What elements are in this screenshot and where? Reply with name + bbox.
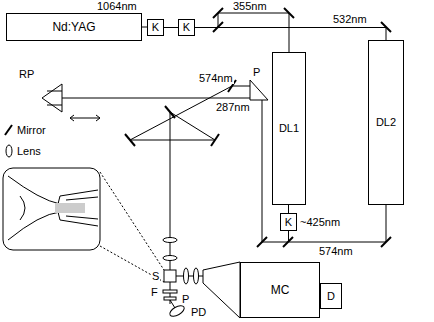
wavelength-label: ~425nm [299,216,341,228]
beam [170,112,171,270]
node-text: MC [271,284,290,296]
laser-spot [55,203,85,213]
node-text: Nd:YAG [52,21,95,33]
lens [163,256,177,261]
arrow-head [70,115,74,121]
node-text: D [327,291,335,302]
wavelength-label: 287nm [215,101,251,113]
node-text: DL1 [279,123,299,134]
beam [130,86,232,140]
part-label: F [150,286,159,298]
mirror [257,237,267,247]
sample-cell [164,270,176,282]
prism-edge [47,105,62,106]
monochromator-box: MC [240,262,320,318]
part-label: PD [190,306,207,318]
beam-connector [288,205,289,213]
node-text: K [183,22,190,33]
lens [163,238,177,243]
filter [163,290,177,293]
node-text: DL2 [376,117,396,128]
mirror [125,134,135,146]
part-label: P [252,66,261,78]
legend-lens-sample [6,145,12,157]
crystal-box: K [178,19,195,36]
detector-box: D [320,283,342,309]
lens [184,268,189,284]
wavelength-label: 532nm [332,13,368,25]
legend-text: Lens [16,145,42,157]
monochromator-input [203,262,240,318]
wavelength-label: 574nm [198,72,234,84]
beam [170,300,175,308]
legend-mirror-sample [5,125,12,135]
translation-arrow [70,118,100,119]
roof-prism [42,84,62,112]
legend-text: Mirror [16,124,47,136]
part-label: P [181,293,190,305]
zoom-line [100,172,164,270]
beam-connector [164,27,178,28]
inset-frame [3,168,100,250]
arrow-head [96,115,100,121]
part-label: RP [18,68,35,80]
sample-jet [20,196,25,220]
wavelength-label: 355nm [232,0,268,12]
node-text: K [152,22,159,33]
beam-connector [195,13,289,52]
mirror [211,134,219,146]
mirror [165,106,175,118]
wavelength-label: 574nm [318,245,354,257]
beam [232,86,250,87]
node-text: K [285,217,292,228]
beam-connector [195,28,386,41]
dye-laser-box: DL1 [272,52,306,205]
wavelength-label: 1064nm [96,0,138,12]
prism-edge [47,91,62,92]
beam-connector [289,205,387,242]
dye-laser-box: DL2 [368,40,404,205]
part-label: S [151,270,160,282]
crystal-box: K [147,19,164,36]
sample-jet [8,176,60,240]
lens [194,268,199,284]
photodiode [168,304,186,319]
laser-box: Nd:YAG [6,13,142,41]
zoom-line [100,246,164,282]
polarizer [164,297,176,300]
beam [62,98,250,99]
prism [250,80,268,100]
crystal-box: K [280,213,297,231]
